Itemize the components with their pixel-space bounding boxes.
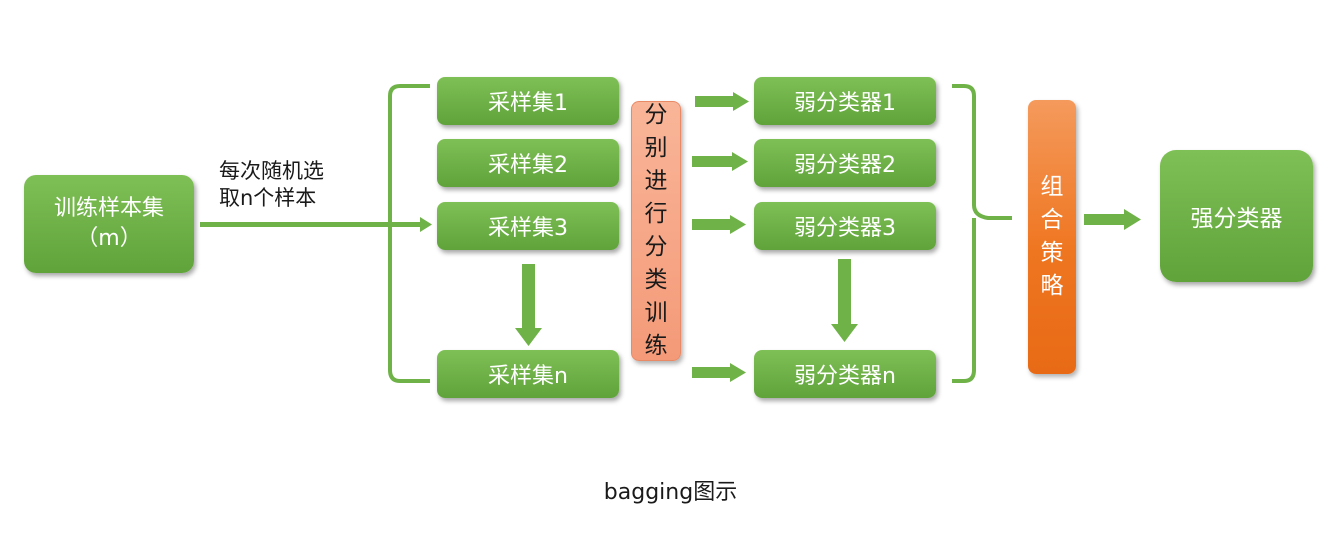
strong-classifier-box: 强分类器	[1160, 150, 1313, 282]
samples-down-arrow	[515, 264, 542, 346]
combine-char: 组	[1040, 174, 1064, 200]
weak-classifier-1: 弱分类器1	[754, 77, 936, 125]
arrow-to-weak-n	[692, 363, 746, 382]
combination-strategy-box: 组 合 策 略	[1028, 100, 1076, 374]
training-set-box: 训练样本集 （m）	[24, 175, 194, 273]
sample-set-2: 采样集2	[437, 139, 619, 187]
training-char: 行	[644, 201, 668, 227]
combine-char: 策	[1040, 240, 1064, 266]
sampling-label-line2: 取n个样本	[219, 186, 317, 210]
weak-down-arrow	[831, 259, 858, 342]
weak-classifier-2: 弱分类器2	[754, 139, 936, 187]
training-char: 练	[644, 333, 668, 359]
right-brace	[952, 84, 1012, 383]
sample-set-1: 采样集1	[437, 77, 619, 125]
training-char: 分	[644, 102, 668, 128]
training-char: 进	[644, 168, 668, 194]
combine-char: 合	[1040, 207, 1064, 233]
arrow-to-weak-1	[695, 92, 749, 111]
training-char: 训	[644, 300, 668, 326]
arrow-to-weak-3	[692, 215, 746, 234]
sampling-label-line1: 每次随机选	[219, 159, 324, 183]
left-bracket	[388, 84, 430, 383]
sampling-label: 每次随机选 取n个样本	[219, 158, 324, 212]
figure-caption: bagging图示	[603, 480, 738, 505]
training-set-label: 训练样本集	[53, 196, 164, 221]
arrow-to-strong	[1084, 209, 1141, 230]
input-arrow	[200, 217, 432, 232]
combine-char: 略	[1040, 273, 1064, 299]
training-char: 类	[644, 267, 668, 293]
training-char: 别	[644, 135, 668, 161]
arrow-to-weak-2	[692, 152, 748, 171]
separate-training-box: 分 别 进 行 分 类 训 练	[631, 101, 681, 361]
training-set-size: （m）	[76, 226, 142, 251]
sample-set-3: 采样集3	[437, 202, 619, 250]
weak-classifier-3: 弱分类器3	[754, 202, 936, 250]
sample-set-n: 采样集n	[437, 350, 619, 398]
training-char: 分	[644, 234, 668, 260]
weak-classifier-n: 弱分类器n	[754, 350, 936, 398]
